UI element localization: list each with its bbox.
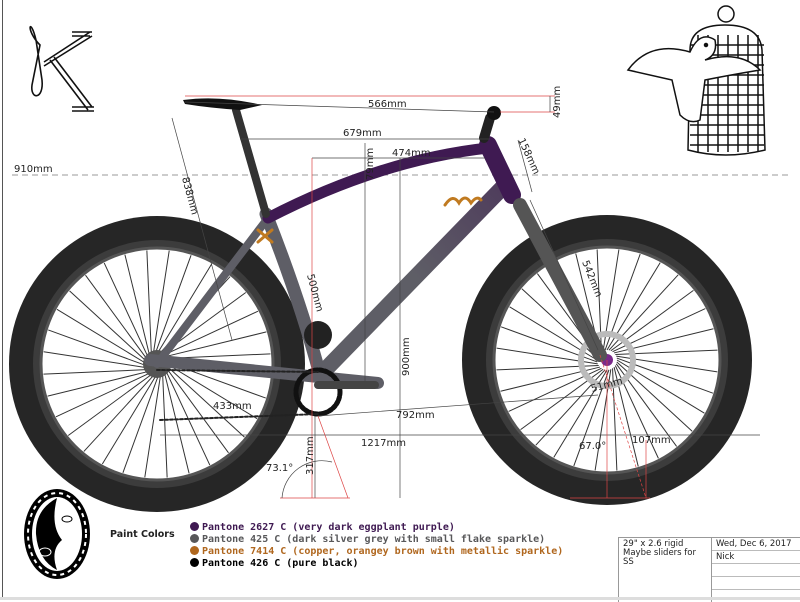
chain <box>156 369 319 373</box>
dim-seat-angle: 73.1° <box>266 463 293 474</box>
empty-cell <box>712 577 800 590</box>
spoke <box>43 351 148 369</box>
bottom-bar <box>0 597 800 600</box>
bird-cage-illustration <box>626 5 766 156</box>
notes: 29" x 2.6 rigid Maybe sliders for SS <box>623 539 696 567</box>
dimension-lines <box>160 95 760 499</box>
dim-317: 317mm <box>305 436 316 475</box>
eye-emblem <box>24 489 90 579</box>
spoke <box>48 329 148 367</box>
spoke <box>165 367 229 454</box>
dim-433: 433mm <box>213 401 252 412</box>
dim-566: 566mm <box>368 99 407 110</box>
dim-49: 49mm <box>552 86 563 118</box>
spoke <box>85 274 149 361</box>
spoke <box>43 369 149 375</box>
head-tube <box>479 136 521 204</box>
spoke <box>122 373 160 473</box>
dim-792: 792mm <box>396 410 435 421</box>
handlebar <box>487 106 501 120</box>
spoke <box>47 370 151 397</box>
spoke <box>144 373 162 478</box>
spoke <box>162 310 259 357</box>
spoke <box>83 373 156 452</box>
copper-logo-downtube <box>443 196 483 207</box>
frame <box>144 98 607 421</box>
spoke <box>69 290 148 363</box>
paint-color-item: Pantone 7414 C (copper, orangey brown wi… <box>190 546 563 558</box>
spoke <box>146 250 152 356</box>
paint-color-item: Pantone 425 C (dark silver grey with sma… <box>190 534 545 546</box>
spoke <box>154 255 192 355</box>
spoke <box>124 254 151 358</box>
color-swatch-icon <box>190 558 199 567</box>
dim-474: 474mm <box>392 148 431 159</box>
spoke <box>56 308 148 365</box>
paint-colors-title: Paint Colors <box>110 529 175 540</box>
spoke <box>55 371 152 418</box>
copper-logo-seattube <box>256 228 274 244</box>
empty-cell <box>712 564 800 577</box>
spoke <box>163 370 190 474</box>
down-tube <box>317 177 513 378</box>
seat-stay <box>153 214 272 368</box>
page-border <box>2 0 3 597</box>
spoke <box>166 363 258 420</box>
dim-900: 900mm <box>401 337 412 376</box>
spoke <box>164 369 211 466</box>
title-block: 29" x 2.6 rigid Maybe sliders for SS Wed… <box>618 537 800 602</box>
seat-tube <box>259 207 327 382</box>
author: Nick <box>712 551 800 564</box>
spoke <box>156 263 213 355</box>
spoke <box>162 372 168 478</box>
spoke <box>101 373 158 465</box>
dim-158: 158mm <box>515 137 541 177</box>
color-swatch-icon <box>190 534 199 543</box>
seatpost <box>232 106 270 218</box>
fork <box>513 198 607 362</box>
k-logo <box>29 25 94 112</box>
spoke <box>67 372 154 436</box>
spoke <box>163 331 267 358</box>
paint-color-item: Pantone 426 C (pure black) <box>190 558 359 570</box>
stem <box>479 113 495 143</box>
front-derailleur <box>304 321 332 349</box>
spoke <box>103 262 150 359</box>
dim-500: 500mm <box>304 273 325 313</box>
dim-1217: 1217mm <box>361 438 406 449</box>
top-tube <box>262 142 494 224</box>
dim-679: 679mm <box>343 128 382 139</box>
dim-head-angle: 67.0° <box>579 441 606 452</box>
dim-910: 910mm <box>14 164 53 175</box>
dim-838: 838mm <box>179 176 200 216</box>
saddle <box>183 98 262 110</box>
dim-79: 79mm <box>365 148 376 180</box>
dim-trail: 107mm <box>632 435 671 446</box>
color-swatch-icon <box>190 546 199 555</box>
color-swatch-icon <box>190 522 199 531</box>
paint-color-item: Pantone 2627 C (very dark eggplant purpl… <box>190 522 455 534</box>
spoke <box>166 365 245 438</box>
spoke <box>152 250 170 355</box>
date: Wed, Dec 6, 2017 <box>712 538 800 551</box>
